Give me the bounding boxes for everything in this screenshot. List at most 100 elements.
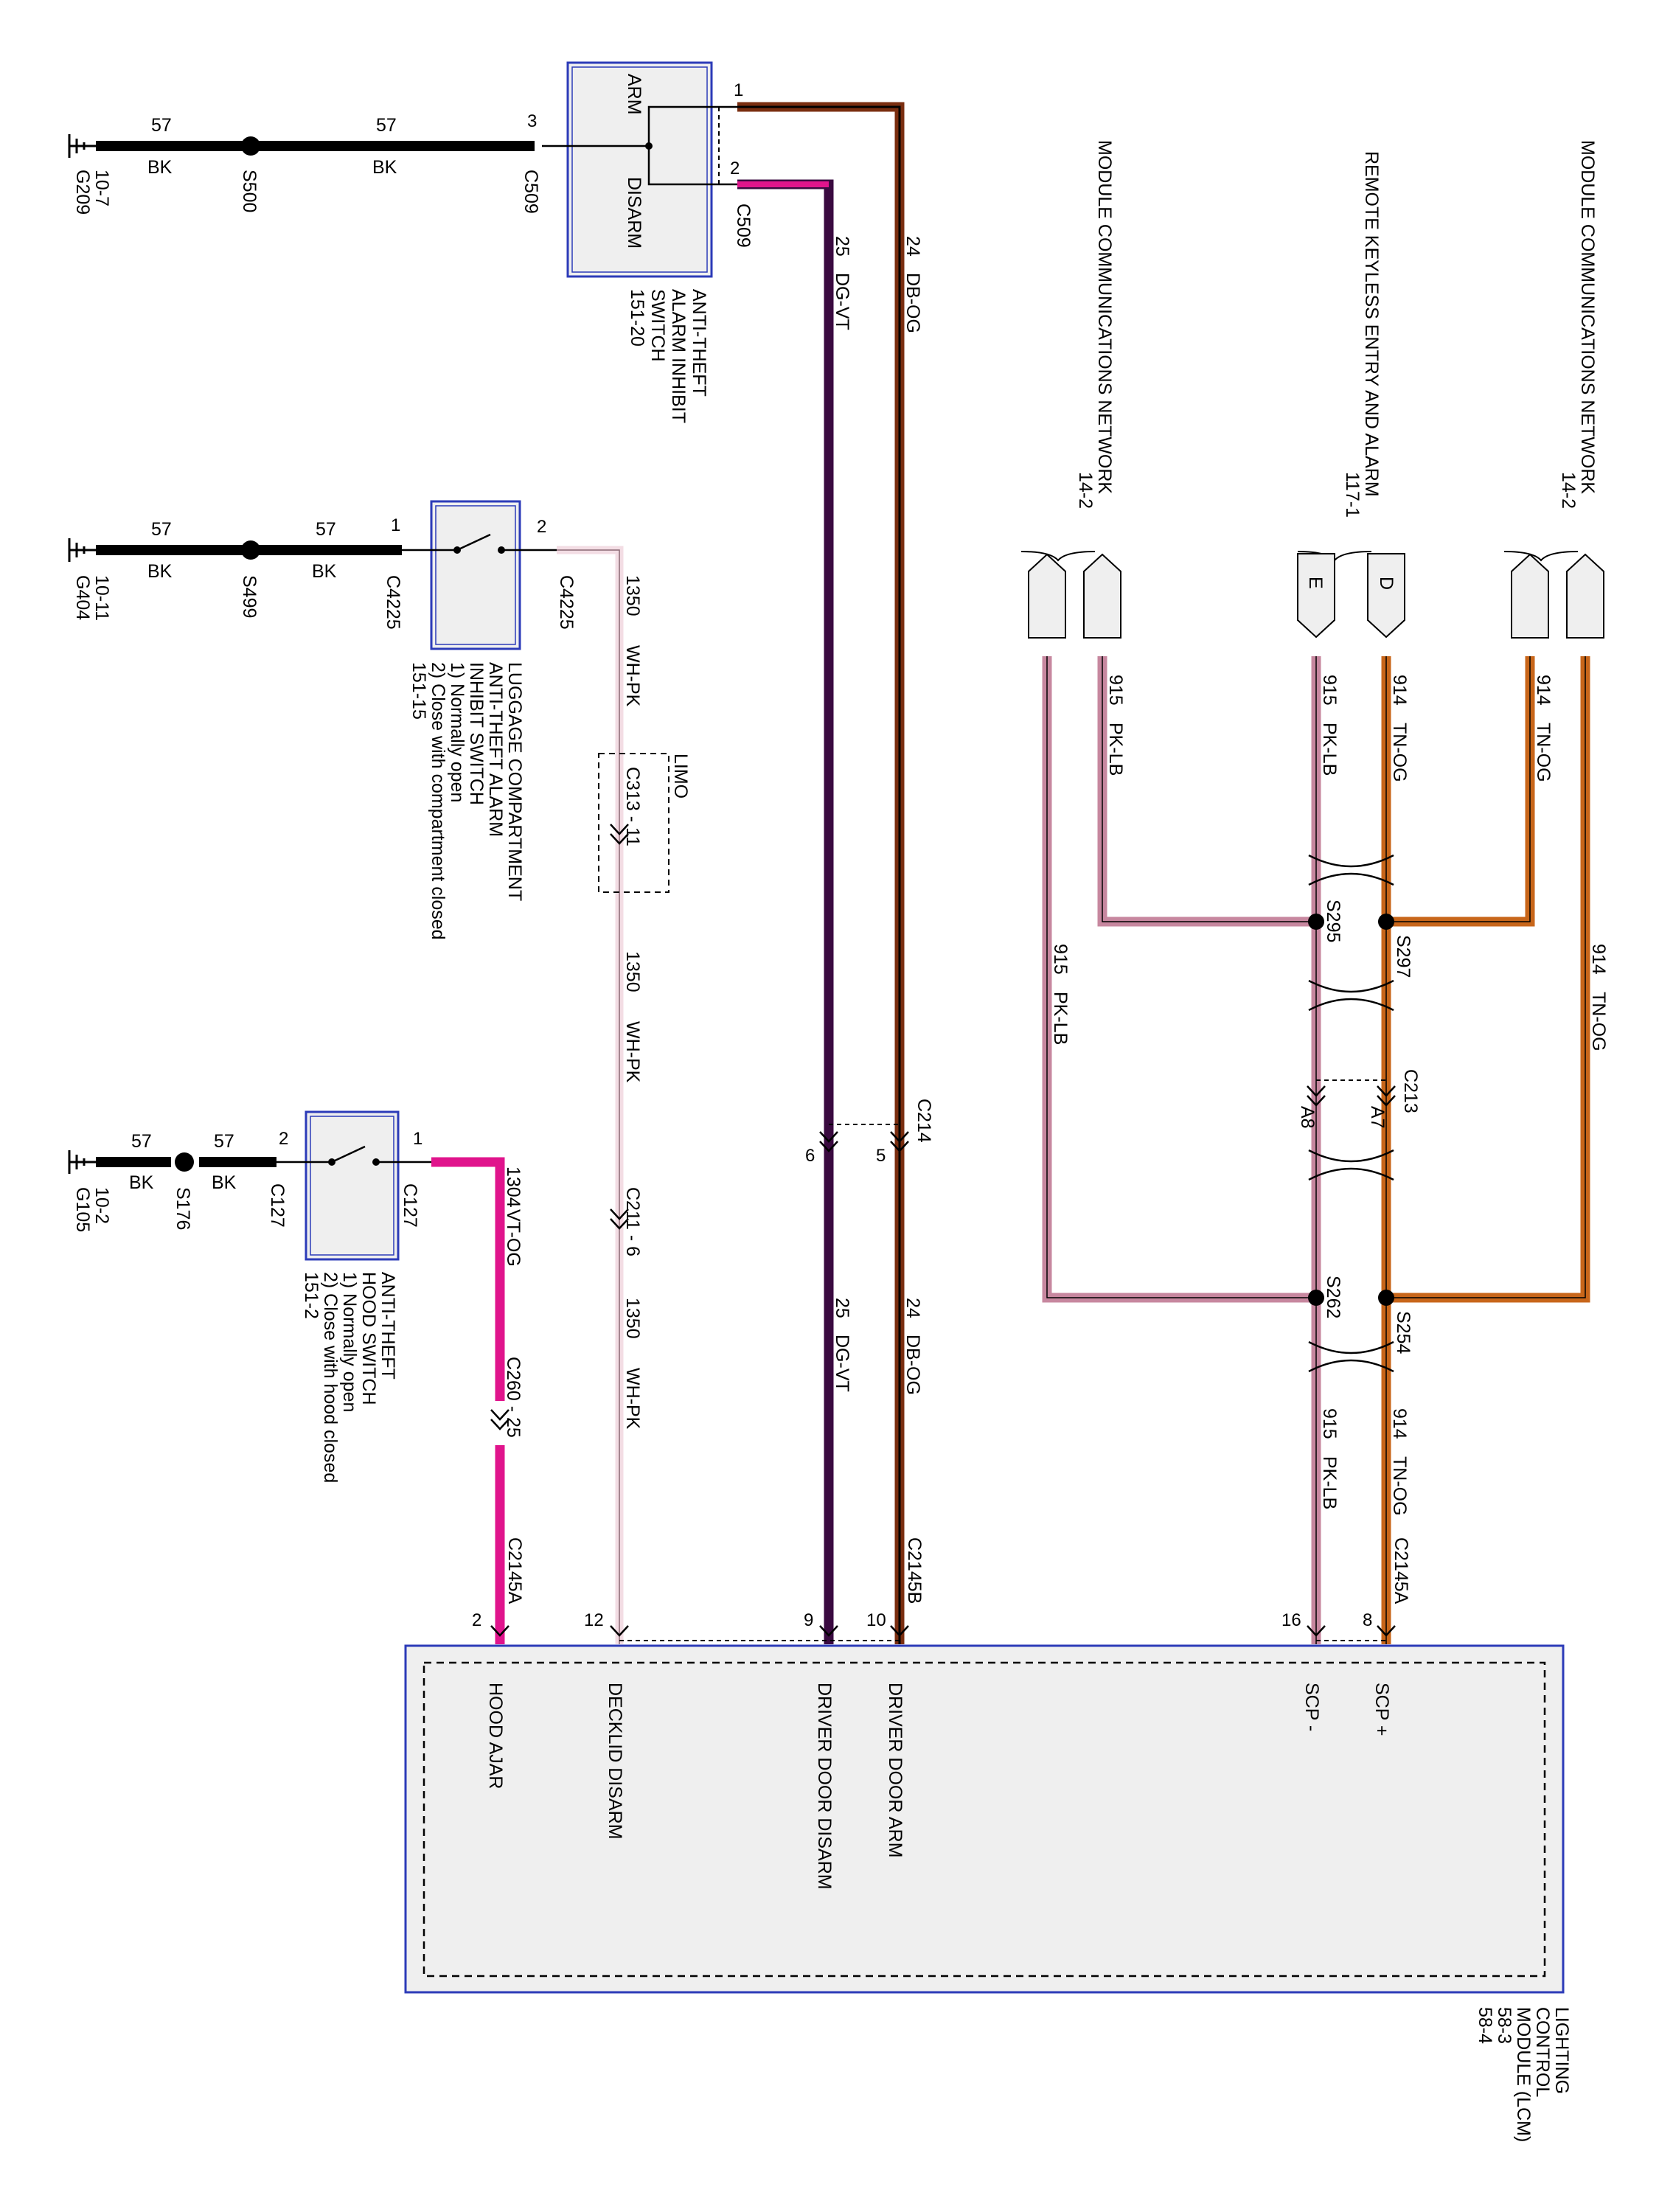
connector-a7-label: A7 [1367, 1106, 1388, 1129]
wire-1304-label: 1304 [503, 1166, 524, 1208]
luggage-name-6: 151-15 [408, 662, 429, 720]
wire-25-label-b: 25 [832, 1298, 852, 1318]
lcm-name-1: LIGHTING [1551, 2007, 1572, 2094]
wire-25-dgvt [737, 179, 834, 1644]
wire-whpk-label-a: WH-PK [622, 645, 643, 707]
splice-s254-dot [1378, 1290, 1394, 1306]
hood-name-2: HOOD SWITCH [358, 1272, 379, 1405]
wire-57-label-a: 57 [151, 115, 172, 136]
wire-915-label-d: 915 [1319, 1408, 1340, 1439]
connector-c2145-pins [490, 1625, 1396, 1641]
tab-e-label: E [1305, 577, 1326, 589]
pin-2-luggage: 2 [537, 517, 546, 537]
ground-g209-name: G209 [72, 170, 93, 215]
ground-g209: G209 10-7 [68, 134, 112, 215]
splice-s295-dot [1308, 914, 1324, 930]
rke-name: REMOTE KEYLESS ENTRY AND ALARM [1361, 151, 1382, 497]
luggage-name-1: LUGGAGE COMPARTMENT [504, 662, 525, 901]
connector-c127-right: C127 [400, 1183, 420, 1228]
hood-switch [276, 1110, 431, 1261]
wire-pklb-label-b: PK-LB [1319, 723, 1340, 776]
wire-57-label-c: 57 [151, 519, 172, 540]
wire-915-label-b: 915 [1319, 675, 1340, 706]
splice-s297-dot [1378, 914, 1394, 930]
wire-tnog-label-d: TN-OG [1389, 1456, 1410, 1516]
connector-c211 [610, 1208, 629, 1230]
wire-dbog-label-b: DB-OG [902, 1335, 923, 1395]
alarm-inhibit-switch: ARM DISARM [542, 61, 737, 278]
wire-57-label-e: 57 [131, 1131, 152, 1152]
wire-915-label-a: 915 [1105, 675, 1126, 706]
wire-tnog-label-b: TN-OG [1533, 723, 1554, 782]
disarm-label: DISARM [624, 177, 644, 248]
pin-16-lcm: 16 [1281, 1610, 1301, 1630]
wire-whpk-label-b: WH-PK [622, 1021, 643, 1083]
ground-g105: G105 10-2 [68, 1150, 112, 1232]
wire-24-dbog [737, 102, 905, 1644]
network-bracket-left [1020, 551, 1121, 639]
connector-c2145b-label: C2145B [904, 1537, 925, 1604]
tab-d-label: D [1376, 577, 1397, 590]
pin-3-label: 3 [527, 111, 537, 131]
splice-s295-label: S295 [1323, 900, 1343, 942]
alarm-switch-name-3: SWITCH [647, 289, 668, 362]
connector-c509-right: C509 [733, 204, 754, 248]
pin-8-lcm: 8 [1363, 1610, 1372, 1630]
rke-page: 117-1 [1342, 472, 1363, 518]
network-left-page: 14-2 [1075, 472, 1096, 509]
alarm-switch-name-4: 151-20 [627, 289, 647, 347]
wire-whpk-label-c: WH-PK [622, 1368, 643, 1430]
wire-pklb-label-a: PK-LB [1105, 723, 1126, 776]
lcm-pin-decklid-disarm: DECKLID DISARM [605, 1683, 625, 1840]
wire-dgvt-label-a: DG-VT [832, 273, 852, 330]
lcm-name-4: 58-3 [1494, 2007, 1514, 2044]
wire-1350-label-c: 1350 [622, 1298, 643, 1339]
wire-24-label-b: 24 [902, 1298, 923, 1318]
wire-1304-vtog [431, 1157, 505, 1644]
network-right-page: 14-2 [1558, 472, 1579, 509]
hood-name-1: ANTI-THEFT [378, 1272, 398, 1380]
wire-bk-label-f: BK [212, 1172, 237, 1193]
wire-pklb-label-c: PK-LB [1050, 992, 1071, 1045]
network-bracket-rke [1297, 551, 1405, 639]
wire-915-left-long [1042, 656, 1316, 1303]
pin-5-c214: 5 [876, 1146, 886, 1166]
splice-s499-label: S499 [239, 575, 260, 618]
splice-s254-label: S254 [1393, 1311, 1413, 1354]
pin-2-lcm: 2 [472, 1610, 481, 1630]
wire-dgvt-label-b: DG-VT [832, 1335, 852, 1392]
lcm-name-5: 58-4 [1475, 2007, 1495, 2044]
wire-25-label-a: 25 [832, 236, 852, 257]
wire-914-label-a: 914 [1389, 675, 1410, 706]
wire-vtog-label: VT-OG [503, 1209, 524, 1267]
connector-c214-label: C214 [914, 1099, 934, 1143]
arm-label: ARM [624, 74, 644, 115]
pin-10-lcm: 10 [866, 1610, 886, 1630]
hood-name-3: 1) Normally open [339, 1272, 360, 1412]
connector-c213-label: C213 [1400, 1069, 1421, 1113]
splice-s500-dot [241, 136, 260, 156]
splice-s500-label: S500 [239, 170, 260, 212]
splice-s499-dot [241, 540, 260, 560]
connector-c213 [1307, 1079, 1396, 1107]
splice-s297-label: S297 [1393, 935, 1413, 978]
luggage-name-2: ANTI-THEFT ALARM [485, 662, 506, 837]
luggage-name-3: INHIBIT SWITCH [466, 662, 487, 805]
lcm-pin-driver-door-disarm: DRIVER DOOR DISARM [814, 1683, 835, 1890]
lcm-name-2: CONTROL [1532, 2007, 1553, 2097]
lcm-pin-scp-minus: SCP - [1301, 1683, 1322, 1731]
splice-s176-label: S176 [173, 1187, 193, 1230]
pin-6-c214: 6 [805, 1146, 815, 1166]
wire-915-label-c: 915 [1050, 944, 1071, 975]
wire-57-label-b: 57 [376, 115, 397, 136]
ground-g209-page: 10-7 [91, 170, 112, 206]
lcm-pin-scp-plus: SCP + [1371, 1683, 1392, 1736]
pin-1-arm: 1 [734, 80, 743, 100]
connector-c4225-left: C4225 [383, 575, 403, 630]
connector-c2145a-left: C2145A [504, 1537, 525, 1604]
wire-bk-label-b: BK [372, 157, 397, 178]
wire-914-right-long [1386, 656, 1590, 1303]
pin-1-hood: 1 [413, 1129, 422, 1149]
wire-914-label-d: 914 [1389, 1408, 1410, 1439]
pin-2-hood: 2 [279, 1129, 288, 1149]
